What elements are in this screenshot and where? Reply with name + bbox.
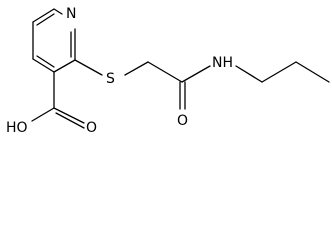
bond-ch2-to-carbonyl xyxy=(147,61,183,83)
bond-ring-bottom-right xyxy=(53,59,76,73)
atom-hydroxyl: HO xyxy=(6,120,28,136)
atom-acid-oxygen: O xyxy=(86,120,97,136)
bond-ring-to-s xyxy=(74,59,103,76)
bond-acid-c-to-o-upper xyxy=(53,107,85,124)
atom-sulfur: S xyxy=(106,71,115,87)
bond-ring-top-left-inner xyxy=(36,13,55,26)
bond-ring-bottom-left-inner xyxy=(36,55,55,68)
bond-acid-c-to-oh xyxy=(31,107,55,122)
bond-acid-c-to-o-lower xyxy=(55,112,85,129)
structure-diagram: N S O NH O HO xyxy=(6,6,330,136)
bond-carbonyl-to-nh xyxy=(181,65,211,83)
bond-ring-top-left xyxy=(32,8,55,23)
bond-ring-bottom-left xyxy=(32,58,55,73)
atom-amide-nh: NH xyxy=(212,55,233,71)
atom-ring-nitrogen: N xyxy=(66,6,76,22)
bond-propyl-middle xyxy=(261,61,297,83)
bond-ring-top-right xyxy=(53,8,63,15)
side-chain xyxy=(74,59,330,110)
bond-propyl-end xyxy=(295,61,330,83)
atom-amide-oxygen: O xyxy=(177,113,188,129)
bond-nh-to-propyl xyxy=(235,65,263,83)
carboxylic-acid xyxy=(31,71,85,129)
pyridine-ring xyxy=(32,8,76,73)
bond-s-to-ch2 xyxy=(124,61,149,76)
molecule-drawing: N S O NH O HO xyxy=(6,6,330,136)
